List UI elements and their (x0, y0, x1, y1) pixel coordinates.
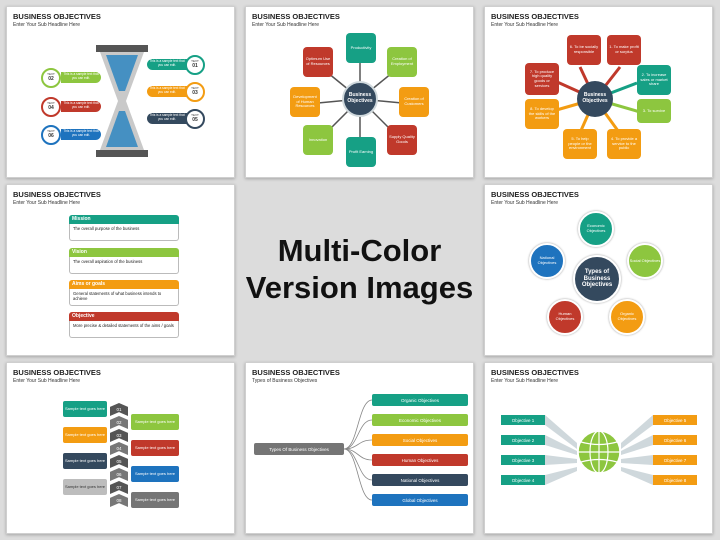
callout-left-3: This is a sample text that you can edit. (61, 129, 101, 140)
objective-box-customers: Creation of Customers (399, 87, 429, 117)
slide-subtitle: Enter Your Sub Headline Here (13, 22, 80, 28)
tree-connectors (343, 399, 373, 501)
left-block-4: Sample text goes here (63, 479, 107, 495)
slide-thumbnail-1[interactable]: BUSINESS OBJECTIVES Enter Your Sub Headl… (6, 6, 235, 178)
objective-box-1: 1. To make profit or surplus (607, 35, 641, 65)
definition-head-vision: Vision (69, 248, 179, 257)
definition-body-aims: General statements of what business inte… (69, 289, 179, 306)
callout-right-1: This is a sample text that you can edit. (147, 59, 187, 70)
circle-social: Social Objectives (627, 243, 663, 279)
objective-box-5: 5. To help people or the environment (563, 129, 597, 159)
right-objective-6: Objective 6 (653, 435, 697, 445)
slide-thumbnail-5[interactable]: BUSINESS OBJECTIVES Enter Your Sub Headl… (484, 184, 713, 356)
tree-item-human: Human Objectives (372, 454, 468, 466)
hub-circle: Business Objectives (342, 81, 378, 117)
left-block-1: Sample text goes here (63, 401, 107, 417)
tree-item-organic: Organic Objectives (372, 394, 468, 406)
slide-title: BUSINESS OBJECTIVES (491, 368, 579, 377)
right-block-3: Sample text goes here (131, 466, 179, 482)
number-chevrons: 01 02 03 04 05 06 07 08 (110, 403, 128, 507)
tree-item-economic: Economic Objectives (372, 414, 468, 426)
globe-icon (577, 430, 621, 474)
left-objective-2: Objective 2 (501, 435, 545, 445)
tree-item-social: Social Objectives (372, 434, 468, 446)
right-block-2: Sample text goes here (131, 440, 179, 456)
slide-thumbnail-4[interactable]: BUSINESS OBJECTIVES Enter Your Sub Headl… (6, 184, 235, 356)
left-block-3: Sample text goes here (63, 453, 107, 469)
hub-circle: Types of Business Objectives (573, 255, 621, 303)
definition-head-mission: Mission (69, 215, 179, 224)
objective-box-3: 3. To survive (637, 99, 671, 123)
callout-right-2: This is a sample text that you can edit. (147, 86, 187, 97)
slide-thumbnail-8[interactable]: BUSINESS OBJECTIVES Enter Your Sub Headl… (484, 362, 713, 534)
tree-item-national: National Objectives (372, 474, 468, 486)
left-objective-4: Objective 4 (501, 475, 545, 485)
globe-connectors (545, 415, 653, 485)
callout-right-3: This is a sample text that you can edit. (147, 113, 187, 124)
definition-head-aims: Aims or goals (69, 280, 179, 289)
slide-subtitle: Enter Your Sub Headline Here (491, 22, 558, 28)
slide-subtitle: Enter Your Sub Headline Here (13, 378, 80, 384)
circle-economic: Economic Objectives (578, 211, 614, 247)
slide-thumbnail-7[interactable]: BUSINESS OBJECTIVES Types of Business Ob… (245, 362, 474, 534)
right-block-4: Sample text goes here (131, 492, 179, 508)
objective-box-innovation: Innovation (303, 125, 333, 155)
slide-title: BUSINESS OBJECTIVES (252, 368, 340, 377)
slide-title: BUSINESS OBJECTIVES (13, 190, 101, 199)
right-objective-5: Objective 5 (653, 415, 697, 425)
slide-thumbnail-6[interactable]: BUSINESS OBJECTIVES Enter Your Sub Headl… (6, 362, 235, 534)
objective-box-resources: Optimum Use of Resources (303, 47, 333, 77)
circle-national: National Objectives (529, 243, 565, 279)
slide-subtitle: Enter Your Sub Headline Here (252, 22, 319, 28)
objective-box-2: 2. To increase sales or market share (637, 65, 671, 95)
left-objective-3: Objective 3 (501, 455, 545, 465)
slide-thumbnail-3[interactable]: BUSINESS OBJECTIVES Enter Your Sub Headl… (484, 6, 713, 178)
slide-title: BUSINESS OBJECTIVES (491, 12, 579, 21)
slide-subtitle: Enter Your Sub Headline Here (491, 378, 558, 384)
objective-box-6: 6. To be socially responsible (567, 35, 601, 65)
definition-body-objective: More precise & detailed statements of th… (69, 321, 179, 338)
objective-box-profit: Profit Earning (346, 137, 376, 167)
definition-body-vision: The overall aspiration of the business (69, 257, 179, 274)
callout-left-1: This is a sample text that you can edit. (61, 72, 101, 83)
objective-box-human-resources: Development of Human Resources (290, 87, 320, 117)
left-objective-1: Objective 1 (501, 415, 545, 425)
slide-title: BUSINESS OBJECTIVES (13, 12, 101, 21)
slide-thumbnail-2[interactable]: BUSINESS OBJECTIVES Enter Your Sub Headl… (245, 6, 474, 178)
hub-circle: Business Objectives (577, 81, 613, 117)
circle-human: Human Objectives (547, 299, 583, 335)
definition-body-mission: The overall purpose of the business (69, 224, 179, 241)
objective-box-4: 4. To provide a service to the public (607, 129, 641, 159)
right-block-1: Sample text goes here (131, 414, 179, 430)
slide-subtitle: Enter Your Sub Headline Here (491, 200, 558, 206)
right-objective-7: Objective 7 (653, 455, 697, 465)
slide-title: BUSINESS OBJECTIVES (13, 368, 101, 377)
objective-box-8: 8. To develop the skills of the workers (525, 99, 559, 129)
slide-subtitle: Types of Business Objectives (252, 378, 318, 384)
definition-head-objective: Objective (69, 312, 179, 321)
circle-organic: Organic Objectives (609, 299, 645, 335)
hourglass-graphic (96, 45, 148, 157)
tree-item-global: Global Objectives (372, 494, 468, 506)
callout-left-2: This is a sample text that you can edit. (61, 101, 101, 112)
left-block-2: Sample text goes here (63, 427, 107, 443)
slide-subtitle: Enter Your Sub Headline Here (13, 200, 80, 206)
right-objective-8: Objective 8 (653, 475, 697, 485)
objective-box-productivity: Productivity (346, 33, 376, 63)
objective-box-quality-goods: Supply Quality Goods (387, 125, 417, 155)
center-heading: Multi-Color Version Images (245, 233, 474, 306)
root-node: Types Of Business Objectives (254, 443, 344, 455)
slide-title: BUSINESS OBJECTIVES (491, 190, 579, 199)
slide-title: BUSINESS OBJECTIVES (252, 12, 340, 21)
objective-box-employment: Creation of Employment (387, 47, 417, 77)
objective-box-7: 7. To produce high quality goods or serv… (525, 63, 559, 95)
